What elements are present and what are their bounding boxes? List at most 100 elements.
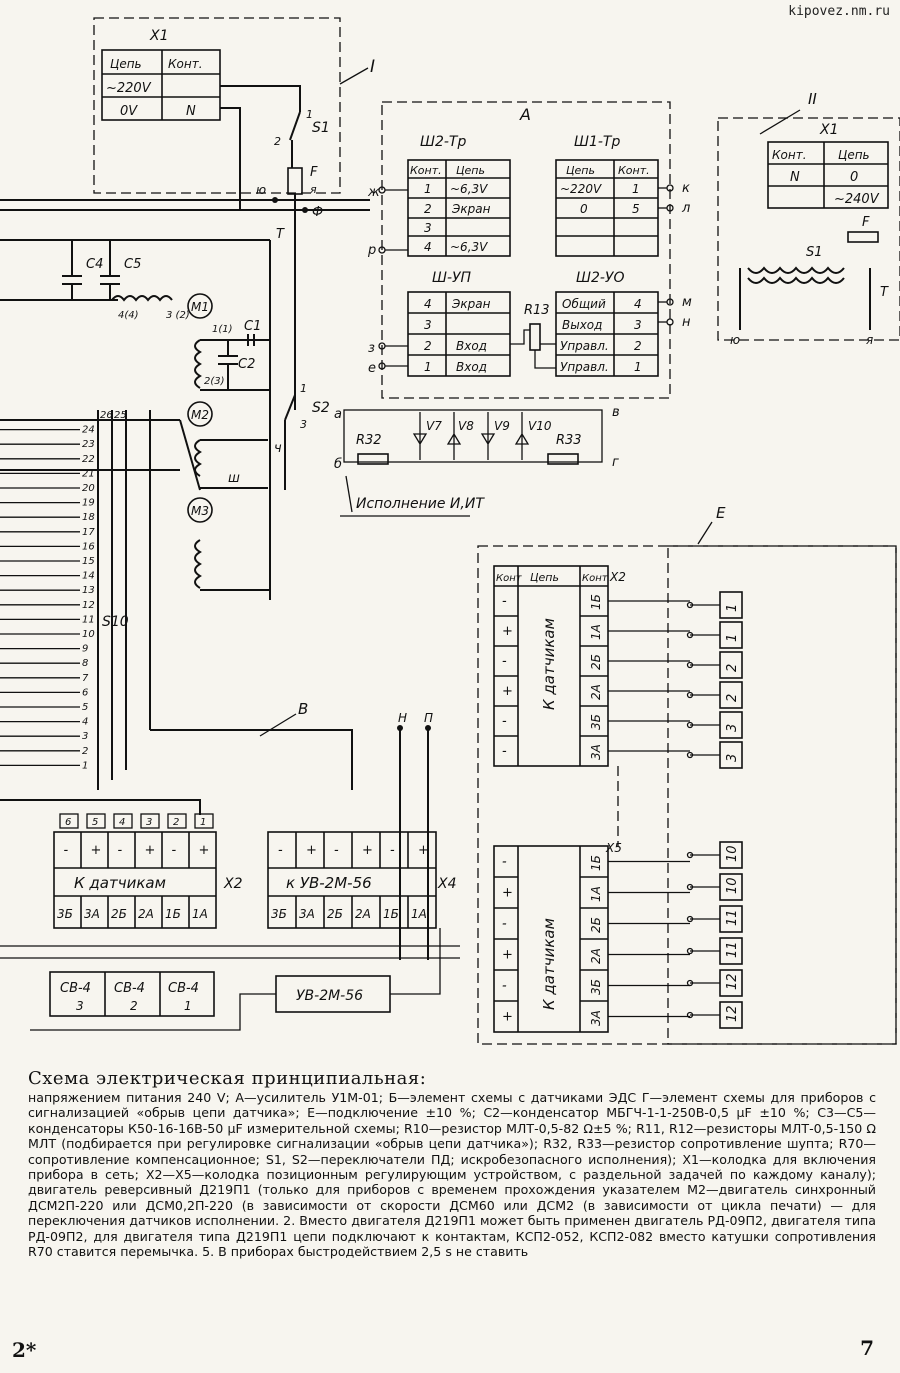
sensor-node	[686, 947, 694, 955]
svg-text:3: 3	[424, 318, 432, 332]
svg-text:1: 1	[306, 108, 313, 121]
rail-terminal-label: 23	[82, 439, 95, 450]
svg-text:4: 4	[424, 240, 432, 254]
motor-m3	[187, 497, 213, 523]
polarity-mark: -	[278, 843, 283, 858]
sh2-tr-title: Ш2-Тр	[420, 134, 466, 150]
rail-terminal-label: 11	[82, 614, 95, 625]
sensor-node	[686, 721, 694, 729]
svg-text:а: а	[334, 407, 342, 422]
polarity-mark: -	[64, 843, 69, 858]
execution-label: Исполнение И,ИТ	[356, 496, 485, 512]
svg-text:V10: V10	[528, 419, 552, 433]
svg-text:СВ-4: СВ-4	[60, 981, 91, 996]
sensor-node	[686, 601, 694, 609]
polarity-mark: +	[502, 1010, 513, 1025]
svg-text:X5: X5	[605, 841, 622, 855]
x2-terminal-number: 6	[65, 817, 71, 828]
rail-terminal-label: 6	[82, 687, 88, 698]
svg-text:1(1): 1(1)	[212, 324, 233, 335]
contact-label: 2Б	[327, 907, 343, 921]
sensor-node	[686, 631, 694, 639]
fuse-f-label: F	[310, 165, 318, 180]
sensor-node	[686, 979, 694, 987]
svg-text:П: П	[424, 711, 433, 725]
svg-text:~6,3V: ~6,3V	[450, 240, 488, 254]
svg-text:б: б	[334, 457, 342, 472]
polarity-mark: -	[502, 654, 507, 669]
svg-text:я: я	[866, 333, 873, 347]
contact-label: 2Б	[589, 654, 603, 670]
svg-text:V8: V8	[458, 419, 474, 433]
contact-label: 3А	[299, 907, 315, 921]
x2-terminal-number: 1	[200, 817, 206, 828]
x2-terminal-box	[113, 813, 133, 829]
x2-title: К датчикам	[74, 874, 166, 892]
svg-text:Вход: Вход	[456, 339, 487, 353]
contact-label: 2Б	[111, 907, 127, 921]
x2-terminal-number: 5	[92, 817, 98, 828]
svg-text:M1: M1	[191, 300, 209, 314]
sensor-node	[686, 883, 694, 891]
svg-text:ш: ш	[228, 471, 240, 486]
x2-terminal-number: 2	[173, 817, 179, 828]
polarity-mark: +	[502, 684, 513, 699]
svg-text:ж: ж	[367, 185, 380, 200]
rail-terminal-label: 10	[82, 629, 95, 640]
polarity-mark: +	[418, 843, 429, 858]
block-II-label: II	[808, 90, 817, 108]
svg-text:M3: M3	[191, 504, 209, 518]
svg-text:R13: R13	[524, 303, 550, 318]
polarity-mark: -	[502, 917, 507, 932]
svg-text:Конт.: Конт.	[618, 164, 650, 177]
sensor-number: 10	[725, 877, 740, 894]
contact-label: 1А	[589, 624, 603, 640]
rail-terminal-label: 16	[82, 541, 95, 552]
motor-m2	[187, 401, 213, 427]
svg-text:V7: V7	[426, 419, 442, 433]
x5-right-title: К датчикам	[540, 918, 558, 1010]
x1-col-contact: Конт.	[168, 57, 203, 71]
rail-terminal-label: 19	[82, 498, 95, 509]
svg-text:Управл.: Управл.	[560, 360, 609, 374]
polarity-mark: -	[502, 714, 507, 729]
svg-text:з: з	[368, 341, 375, 356]
sensor-node	[686, 751, 694, 759]
uv-box-label: УВ-2М-56	[296, 988, 363, 1004]
page-number: 7	[860, 1336, 874, 1360]
contact-label: 3А	[589, 744, 603, 760]
page-signature: 2*	[12, 1338, 37, 1362]
rail-terminal-label: 4	[82, 717, 88, 728]
sensor-node	[686, 1011, 694, 1019]
svg-text:ю: ю	[256, 183, 266, 197]
sensor-number: 2	[725, 694, 740, 702]
s10-label: S10	[102, 614, 129, 630]
sensor-node	[686, 661, 694, 669]
svg-text:1: 1	[300, 382, 307, 395]
svg-text:C2: C2	[238, 357, 255, 372]
contact-label: 2А	[589, 684, 603, 700]
svg-text:~220V: ~220V	[560, 182, 602, 196]
polarity-mark: +	[306, 843, 317, 858]
x2-terminal-number: 3	[146, 817, 152, 828]
sh2-uo-title: Ш2-УО	[576, 270, 624, 286]
svg-text:3: 3	[634, 318, 642, 332]
svg-text:1: 1	[634, 360, 642, 374]
svg-text:3: 3	[424, 221, 432, 235]
rail-terminal-label: 24	[82, 425, 95, 436]
x1-row1-circuit: ~220V	[106, 81, 152, 96]
caption-body: напряжением питания 240 V; А—усилитель У…	[28, 1090, 876, 1260]
svg-text:СВ-4: СВ-4	[114, 981, 145, 996]
x1-title: X1	[149, 28, 169, 44]
sh-up-title: Ш-УП	[432, 270, 472, 286]
polarity-mark: -	[502, 979, 507, 994]
svg-text:в: в	[612, 405, 620, 420]
block-V-label: В	[298, 700, 308, 718]
x2-terminal-number: 4	[119, 817, 125, 828]
electrical-schematic: I X1 Цепь Конт. ~220V 0V N 1 2 S1 F я ю …	[0, 17, 900, 1045]
svg-text:Цепь: Цепь	[456, 164, 485, 177]
sensor-node	[686, 851, 694, 859]
motor-m1	[187, 293, 213, 319]
contact-label: 1Б	[383, 907, 399, 921]
sensor-number: 10	[725, 845, 740, 862]
